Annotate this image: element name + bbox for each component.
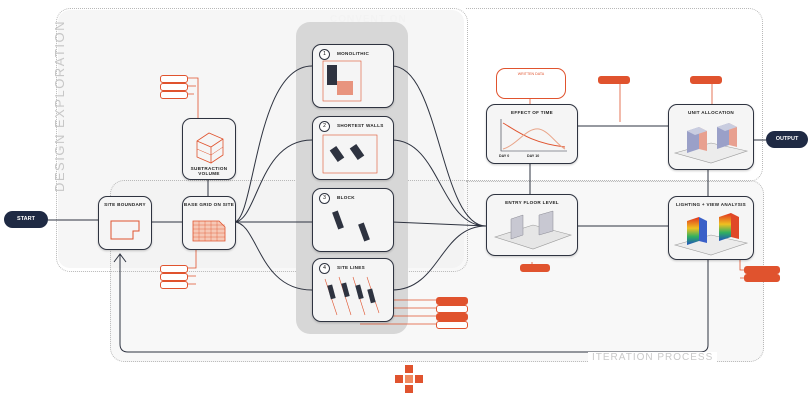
unit-allocation-card: UNIT ALLOCATION xyxy=(668,104,754,170)
entry-floor-graphic xyxy=(494,210,572,250)
effect-of-time-card: EFFECT OF TIME DAY 0 DAY 10 xyxy=(486,104,578,164)
iteration-arrowhead xyxy=(113,253,127,263)
output-tag xyxy=(436,297,468,305)
block-graphic xyxy=(332,210,370,242)
base-grid-title: BASE GRID ON SITE xyxy=(183,202,235,207)
param-tag xyxy=(520,264,550,272)
lighting-view-graphic xyxy=(673,213,749,256)
option-number: 1 xyxy=(319,49,330,60)
subtraction-volume-card: SUBTRACTION VOLUME xyxy=(182,118,236,180)
iteration-loop xyxy=(119,254,709,353)
option-number: 3 xyxy=(319,193,330,204)
monolithic-graphic xyxy=(322,60,362,102)
effect-of-time-chart xyxy=(500,119,567,152)
base-grid-graphic xyxy=(192,220,226,242)
option-title: BLOCK xyxy=(337,195,355,200)
output-tag xyxy=(436,321,468,329)
output-node: OUTPUT xyxy=(766,131,808,148)
tag-leaders-left xyxy=(180,77,199,285)
design-exploration-region-right xyxy=(466,8,763,182)
param-tag xyxy=(690,76,722,84)
input-tag xyxy=(160,281,188,289)
option-card-monolithic: 1 MONOLITHIC xyxy=(312,44,394,108)
option-title: MONOLITHIC xyxy=(337,51,370,56)
option-card-site-lines: 4 SITE LINES xyxy=(312,258,394,322)
time-axis-end: DAY 10 xyxy=(527,154,540,158)
time-axis-start: DAY 0 xyxy=(499,154,510,158)
logo-icon xyxy=(395,365,423,393)
subtraction-volume-graphic xyxy=(196,132,224,164)
input-tag xyxy=(160,273,188,281)
option-title: SITE LINES xyxy=(337,265,366,270)
param-tag xyxy=(744,266,780,274)
output-tag xyxy=(436,305,468,313)
input-tag xyxy=(160,91,188,99)
option-card-block: 3 BLOCK xyxy=(312,188,394,252)
subtraction-volume-title: SUBTRACTION VOLUME xyxy=(190,166,228,176)
connector-grid-options xyxy=(233,65,313,291)
site-boundary-title: SITE BOUNDARY xyxy=(104,202,146,207)
option-card-shortest-walls: 2 SHORTEST WALLS xyxy=(312,116,394,180)
unit-allocation-graphic xyxy=(673,123,749,164)
site-boundary-graphic xyxy=(110,220,140,240)
shortest-walls-graphic xyxy=(322,134,378,174)
lighting-view-card: LIGHTING + VIEW ANALYSIS xyxy=(668,196,754,260)
param-tag xyxy=(598,76,630,84)
written-data-bubble: WRITTEN DATA xyxy=(496,68,566,99)
base-grid-card: BASE GRID ON SITE xyxy=(182,196,236,250)
option-number: 2 xyxy=(319,121,330,132)
option-number: 4 xyxy=(319,263,330,274)
entry-floor-card: ENTRY FLOOR LEVEL xyxy=(486,194,578,256)
unit-allocation-title: UNIT ALLOCATION xyxy=(687,110,735,115)
connector-options-entry xyxy=(391,65,487,291)
input-tag xyxy=(160,265,188,273)
param-tag xyxy=(744,274,780,282)
start-node: START xyxy=(4,211,48,228)
entry-floor-title: ENTRY FLOOR LEVEL xyxy=(505,200,559,205)
site-boundary-card: SITE BOUNDARY xyxy=(98,196,152,250)
lighting-view-title: LIGHTING + VIEW ANALYSIS xyxy=(675,202,747,207)
output-tag xyxy=(436,313,468,321)
effect-of-time-title: EFFECT OF TIME xyxy=(511,110,553,115)
option-title: SHORTEST WALLS xyxy=(337,123,384,128)
iteration-process-label: ITERATION PROCESS xyxy=(588,352,718,363)
input-tag xyxy=(160,83,188,91)
bubble-text: WRITTEN DATA xyxy=(517,72,545,76)
design-exploration-region xyxy=(56,8,468,272)
input-tag xyxy=(160,75,188,83)
options-column-label: CONVENT ON xyxy=(330,14,407,25)
site-lines-graphic xyxy=(324,276,380,316)
